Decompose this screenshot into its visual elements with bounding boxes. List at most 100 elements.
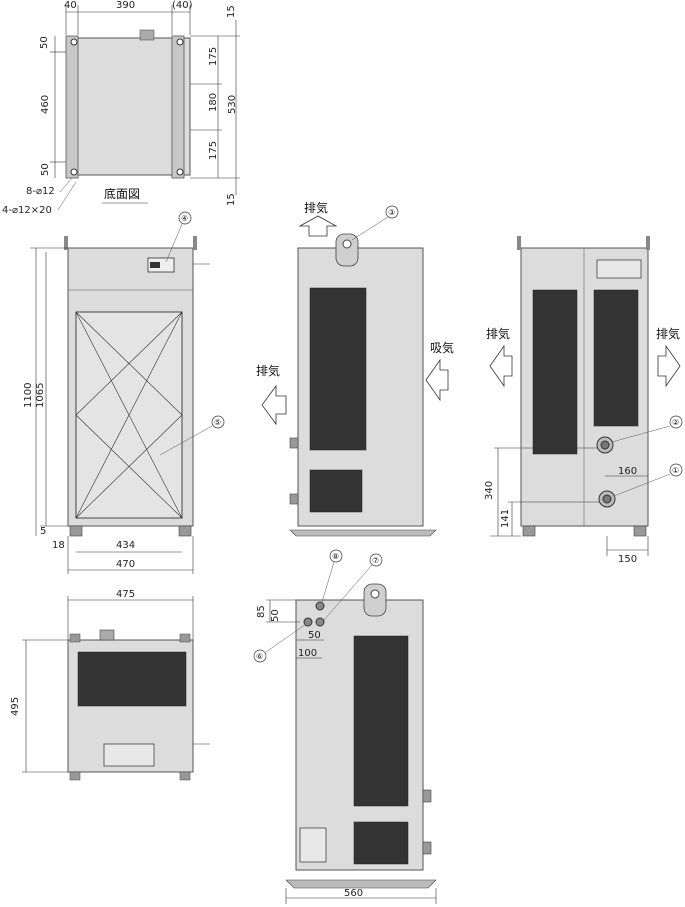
- bottom-view-rail-left: [65, 35, 79, 179]
- bottom-view-top-nub: [139, 29, 155, 41]
- rear-grille-right: [593, 289, 639, 427]
- callout-4-label: ④: [181, 214, 188, 223]
- dim-h2: 141: [500, 509, 511, 528]
- callout-7: [369, 553, 383, 567]
- side2-grille-upper: [353, 635, 409, 807]
- side2-lifting-eye-hole: [370, 589, 380, 599]
- rear-bracket-left: [517, 236, 521, 250]
- exhaust-top-label: 排気: [304, 200, 328, 215]
- bottom-view: 40 390 (40) 50 460 50 175 180 175 530 15…: [2, 0, 240, 216]
- top-nub: [99, 629, 115, 641]
- dim-overall: 530: [227, 95, 238, 114]
- holes-note-b: 4-⌀12×20: [2, 205, 52, 216]
- pipe-port: [289, 437, 299, 449]
- callout-3-label: ③: [388, 208, 395, 217]
- top-label-plate: [103, 743, 155, 767]
- dim-h1: 340: [484, 481, 495, 500]
- dim-w2: 150: [618, 554, 637, 565]
- dim-depth-mid: 460: [40, 95, 51, 114]
- dim-right-a: 175: [208, 47, 219, 66]
- dim-height: 1100: [23, 383, 34, 408]
- pipe-port: [289, 493, 299, 505]
- side2-port: [422, 841, 432, 855]
- dim-inner-height: 1065: [35, 383, 46, 408]
- rear-bracket-right: [646, 236, 650, 250]
- front-bracket-left: [64, 236, 68, 250]
- side2-base: [285, 879, 437, 889]
- side-grille-lower: [309, 469, 363, 513]
- dim-inner-width: 434: [116, 540, 135, 551]
- side2-port: [422, 789, 432, 803]
- top-view: 475 495: [10, 589, 210, 781]
- callout-6: [253, 649, 267, 663]
- rear-exhaust-right-arrow: [657, 344, 681, 388]
- bottom-view-rail-right: [171, 35, 185, 179]
- callout-7-label: ⑦: [372, 556, 379, 565]
- port-2-inner: [600, 440, 610, 450]
- rear-foot-left: [522, 525, 536, 537]
- side-grille-upper: [309, 287, 367, 451]
- dim-right-c: 175: [208, 141, 219, 160]
- side-view-left: 排気 排気 吸気 ③: [256, 200, 454, 537]
- lifting-eye: [335, 233, 359, 267]
- intake-label: 吸気: [430, 340, 454, 355]
- holes-note-a: 8-⌀12: [26, 186, 55, 197]
- dim-50h: 50: [308, 630, 321, 641]
- side2-label-plate: [299, 827, 327, 863]
- control-display: [150, 262, 160, 268]
- callout-8: [329, 549, 343, 563]
- port-7: [315, 617, 325, 627]
- dim-depth-top: 50: [39, 36, 50, 49]
- side-view-bottom: ⑧ ⑦ ⑥ 85 50 50 100 560: [253, 549, 437, 904]
- callout-5-label: ⑤: [214, 418, 221, 427]
- side-base: [289, 529, 437, 537]
- top-bracket: [179, 771, 191, 781]
- bottom-hole: [176, 168, 184, 176]
- dim-width: 470: [116, 559, 135, 570]
- dim-top-depth: 495: [10, 697, 21, 716]
- callout-1: [669, 463, 683, 477]
- top-bracket: [179, 633, 191, 643]
- side2-grille-lower: [353, 821, 409, 865]
- exhaust-left-arrow: [261, 384, 287, 426]
- callout-3: [385, 205, 399, 219]
- exhaust-up-arrow: [298, 215, 338, 237]
- dim-85: 85: [256, 605, 267, 618]
- rear-grille-left: [532, 289, 578, 455]
- port-8: [315, 601, 325, 611]
- rear-exhaust-left-arrow: [489, 344, 513, 388]
- bottom-view-body: [71, 37, 191, 176]
- rear-view: 排気 排気 ② ① 340 141 160 150: [484, 236, 683, 565]
- dim-base: 5: [40, 526, 46, 537]
- front-view: ④ ⑤ 1100 1065 5 18 434 470: [23, 211, 225, 574]
- callout-4: [178, 211, 192, 225]
- front-bracket-right: [193, 236, 197, 250]
- rear-exhaust-left-label: 排気: [486, 326, 510, 341]
- control-panel: [147, 257, 175, 273]
- dim-right-b: 180: [208, 93, 219, 112]
- lifting-eye-hole: [342, 239, 352, 249]
- front-foot-left: [69, 525, 83, 537]
- rear-foot-right: [633, 525, 647, 537]
- top-bracket: [69, 633, 81, 643]
- callout-6-label: ⑥: [256, 652, 263, 661]
- dim-right-margin: (40): [172, 0, 193, 11]
- front-foot-right: [178, 525, 192, 537]
- top-bracket: [69, 771, 81, 781]
- dim-top-width: 475: [116, 589, 135, 600]
- dim-width: 390: [116, 0, 135, 11]
- exhaust-side-label: 排気: [256, 363, 280, 378]
- dim-foot: 18: [52, 540, 65, 551]
- rear-label-plate: [596, 259, 642, 279]
- dim-bottom-gap: 15: [226, 193, 237, 206]
- dim-560: 560: [344, 888, 363, 899]
- dim-50v: 50: [270, 609, 281, 622]
- callout-5: [211, 415, 225, 429]
- bottom-hole: [176, 38, 184, 46]
- dim-w1: 160: [618, 466, 637, 477]
- callout-1-label: ①: [672, 466, 679, 475]
- dim-depth-bot: 50: [40, 163, 51, 176]
- callout-8-label: ⑧: [332, 552, 339, 561]
- bottom-hole: [70, 38, 78, 46]
